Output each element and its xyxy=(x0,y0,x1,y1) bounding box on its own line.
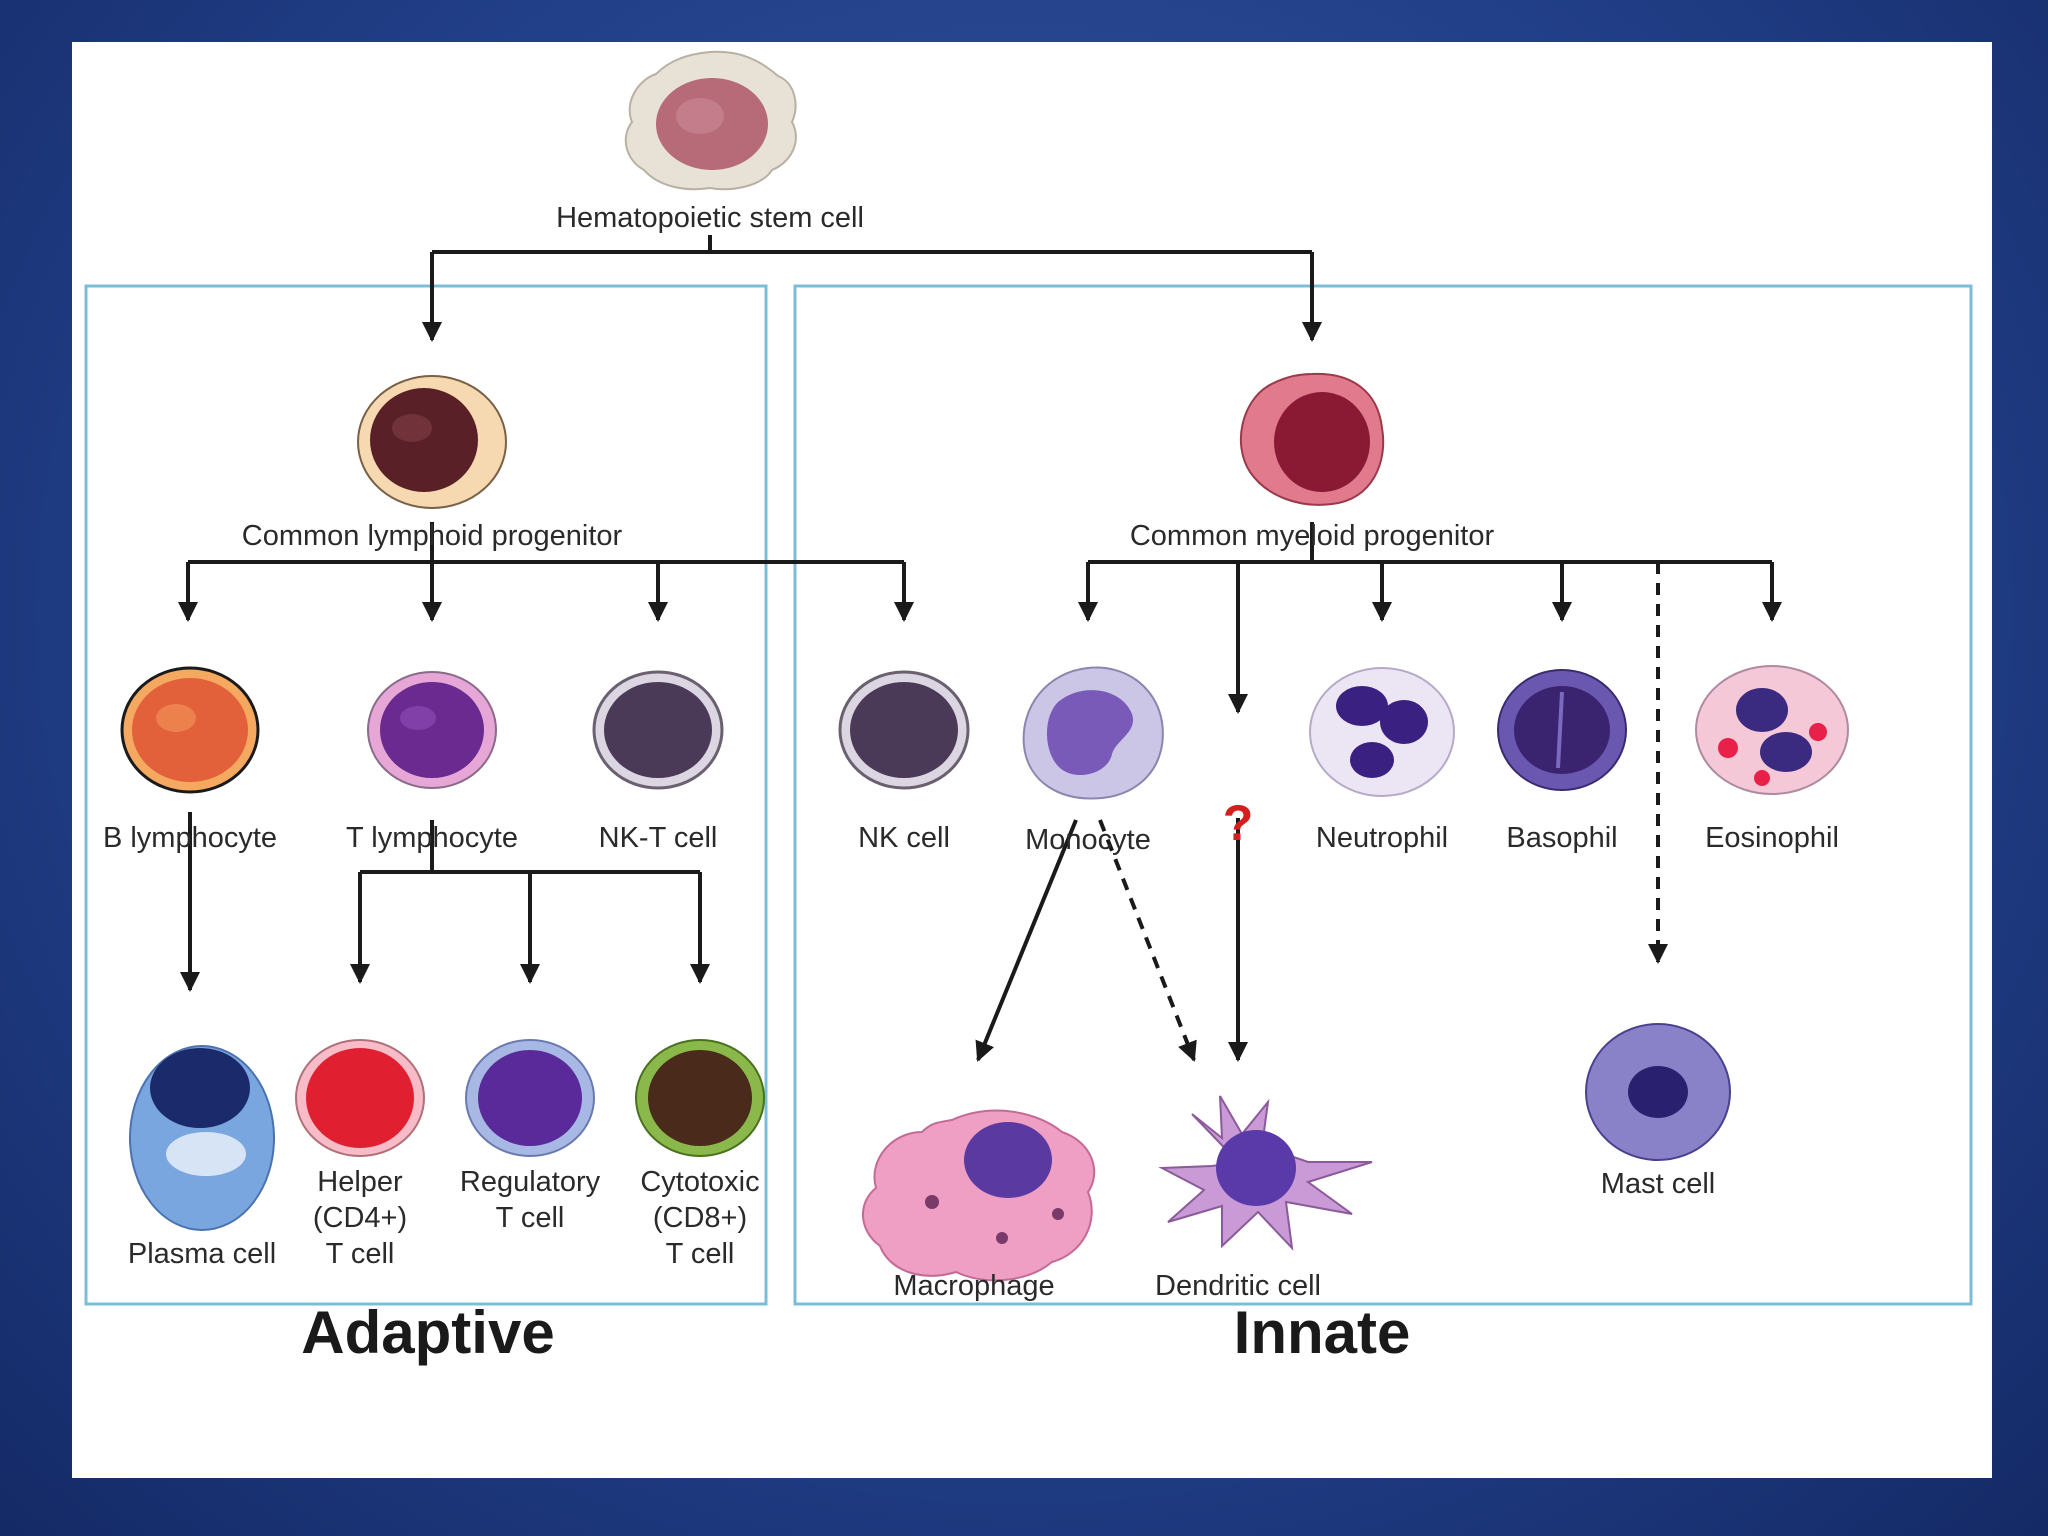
t-lymphocyte-icon xyxy=(367,671,497,789)
plasma-cell-icon xyxy=(129,1045,275,1231)
cytotoxic-t-cell-label: Cytotoxic (CD8+) T cell xyxy=(640,1164,759,1272)
mast-cell-label: Mast cell xyxy=(1600,1168,1716,1200)
common-lymphoid-progenitor-icon xyxy=(357,375,507,509)
basophil-icon xyxy=(1497,669,1627,791)
dendritic-cell-label: Dendritic cell xyxy=(1155,1270,1321,1302)
hematopoietic-stem-cell-icon xyxy=(624,50,797,191)
helper-line-2: (CD4+) xyxy=(312,1202,408,1234)
lineage-arrows xyxy=(178,235,1782,1062)
monocyte-label: Monocyte xyxy=(1025,824,1151,856)
nk-cell-icon xyxy=(838,670,970,790)
common-myeloid-progenitor-label: Common myeloid progenitor xyxy=(1129,520,1495,552)
plasma-cell-label: Plasma cell xyxy=(127,1238,277,1270)
macrophage-label: Macrophage xyxy=(893,1270,1055,1302)
eosinophil-label: Eosinophil xyxy=(1705,822,1839,854)
cytotoxic-t-cell-icon xyxy=(635,1039,765,1157)
macrophage-icon xyxy=(862,1109,1096,1282)
slide: Hematopoietic stem cell Common lymphoid … xyxy=(72,42,1992,1478)
basophil-label: Basophil xyxy=(1506,822,1618,854)
dendritic-cell-icon xyxy=(1158,1095,1373,1251)
nkt-cell-label: NK-T cell xyxy=(598,822,718,854)
innate-title: Innate xyxy=(1233,1299,1411,1366)
neutrophil-label: Neutrophil xyxy=(1315,822,1449,854)
regulatory-t-cell-label: Regulatory T cell xyxy=(460,1164,600,1236)
adaptive-title: Adaptive xyxy=(301,1299,555,1366)
regulatory-line-2: T cell xyxy=(495,1202,565,1234)
common-lymphoid-progenitor-label: Common lymphoid progenitor xyxy=(241,520,623,552)
helper-line-1: Helper xyxy=(317,1166,403,1198)
cytotoxic-line-2: (CD8+) xyxy=(652,1202,748,1234)
helper-line-3: T cell xyxy=(325,1238,395,1270)
innate-region-box xyxy=(793,284,1973,1306)
hematopoietic-stem-cell-label: Hematopoietic stem cell xyxy=(556,202,864,234)
helper-t-cell-icon xyxy=(295,1039,425,1157)
t-lymphocyte-label: T lymphocyte xyxy=(346,822,518,854)
eosinophil-icon xyxy=(1695,665,1849,795)
regulatory-t-cell-icon xyxy=(465,1039,595,1157)
mast-cell-icon xyxy=(1585,1023,1731,1161)
adaptive-region-box xyxy=(84,284,768,1306)
b-lymphocyte-icon xyxy=(120,666,260,794)
b-lymphocyte-label: B lymphocyte xyxy=(102,822,278,854)
nk-cell-label: NK cell xyxy=(858,822,950,854)
cytotoxic-line-3: T cell xyxy=(665,1238,735,1270)
common-myeloid-progenitor-icon xyxy=(1239,372,1385,506)
nkt-cell-icon xyxy=(592,670,724,790)
question-mark: ? xyxy=(1222,795,1254,851)
neutrophil-icon xyxy=(1309,667,1455,797)
cytotoxic-line-1: Cytotoxic xyxy=(640,1166,760,1198)
regulatory-line-1: Regulatory xyxy=(459,1166,601,1198)
hematopoiesis-diagram xyxy=(84,50,1973,1306)
helper-t-cell-label: Helper (CD4+) T cell xyxy=(313,1164,407,1272)
monocyte-icon xyxy=(1022,666,1164,800)
